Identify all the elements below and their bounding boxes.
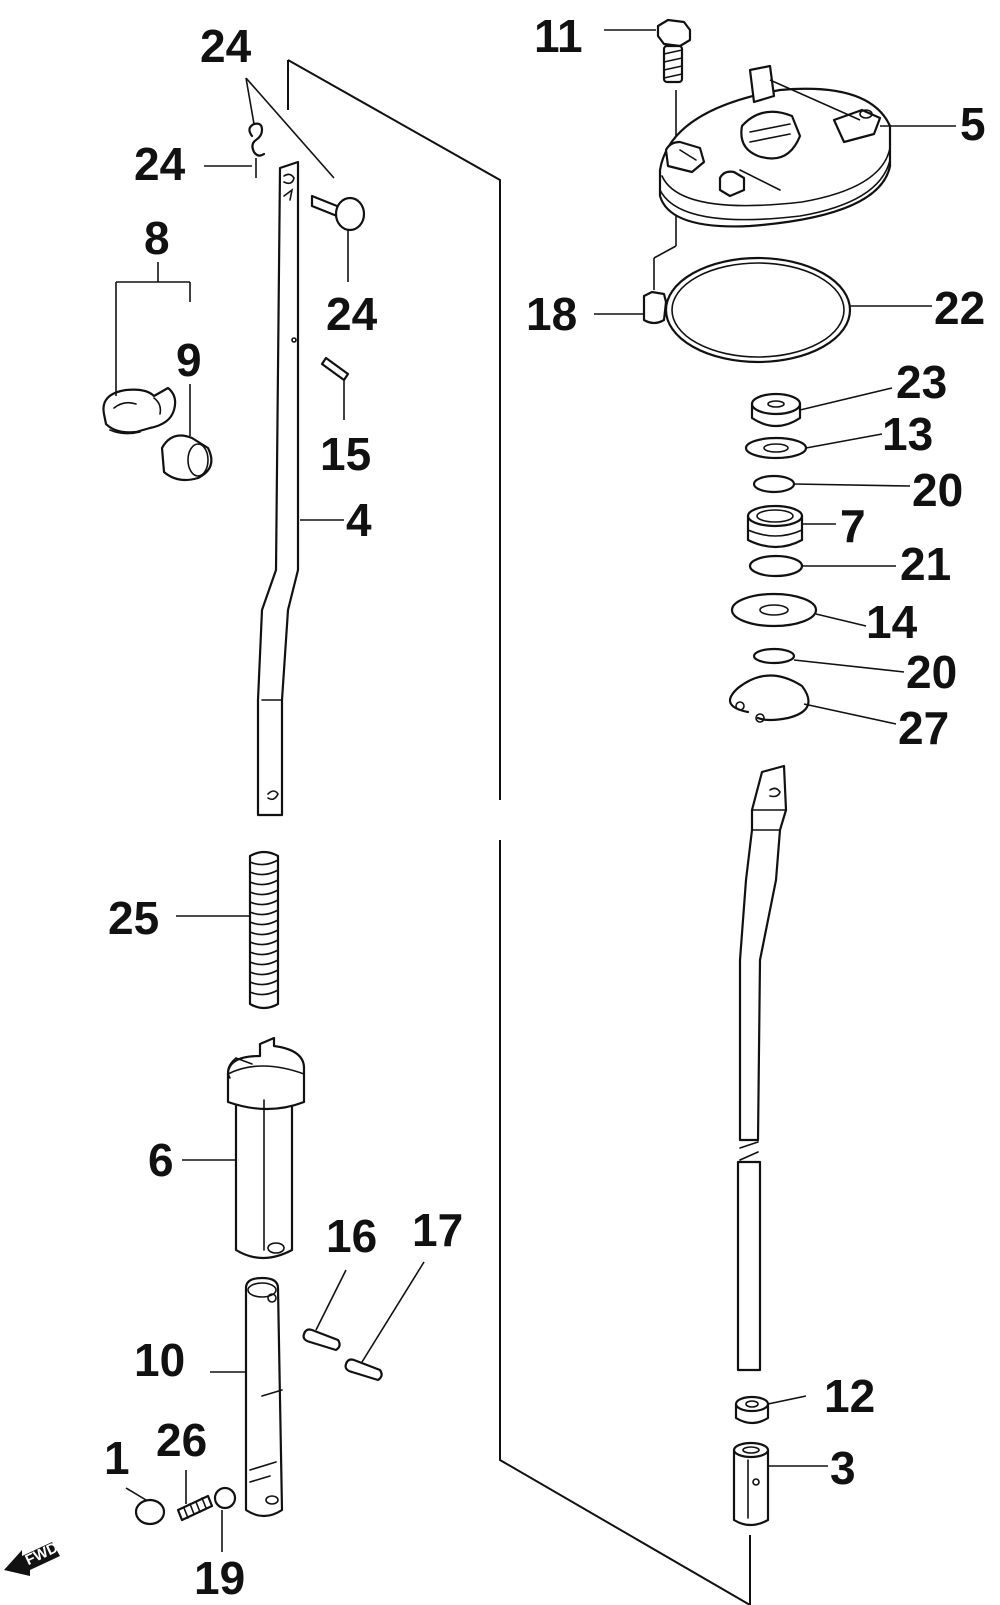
part-9-roller	[160, 434, 213, 482]
callout-11: 11	[534, 10, 583, 62]
callout-20-lower: 20	[906, 646, 957, 698]
fwd-arrow-icon: FWD	[4, 1539, 61, 1576]
part-18-bolt	[642, 290, 668, 325]
callout-23: 23	[896, 356, 947, 408]
callout-25: 25	[108, 892, 159, 944]
callout-3: 3	[830, 1442, 856, 1494]
callout-5: 5	[960, 98, 986, 150]
part-7-seal	[746, 504, 804, 549]
callout-18: 18	[526, 288, 577, 340]
part-14-washer	[730, 592, 818, 628]
part-16-pin	[302, 1328, 341, 1352]
callout-26: 26	[156, 1414, 207, 1466]
callout-27: 27	[898, 702, 949, 754]
part-25-spring	[248, 850, 280, 1010]
callout-19: 19	[194, 1552, 245, 1604]
callout-24-top: 24	[200, 20, 252, 72]
part-27-retaining-ring	[728, 674, 810, 723]
part-23-bushing	[750, 392, 802, 428]
part-12-nut	[734, 1395, 770, 1425]
callout-labels: 24 24 24 8 9 15 4 25 6 16 17 10 1 26 19 …	[104, 10, 986, 1604]
part-21-oring	[748, 554, 804, 578]
part-22-oring	[664, 256, 852, 364]
callout-6: 6	[148, 1134, 174, 1186]
callout-4: 4	[346, 494, 372, 546]
part-19-ball	[213, 1486, 237, 1510]
callout-22: 22	[934, 282, 985, 334]
part-8-shift-cam	[102, 386, 177, 435]
part-24-clip	[248, 122, 266, 178]
callout-24-left: 24	[134, 138, 186, 190]
callout-9: 9	[176, 334, 202, 386]
part-24-pin	[310, 194, 366, 232]
part-26-spring	[176, 1494, 214, 1522]
part-right-shift-rod	[736, 764, 788, 1372]
callout-21: 21	[900, 538, 951, 590]
callout-14: 14	[866, 596, 918, 648]
callout-24-pin: 24	[326, 288, 378, 340]
callout-17: 17	[412, 1204, 463, 1256]
callout-12: 12	[824, 1370, 875, 1422]
part-4-shift-rod	[256, 160, 300, 817]
part-20-oring-upper	[752, 474, 796, 494]
assembly-frame	[287, 59, 751, 1605]
part-6-shift-tube	[226, 1036, 306, 1260]
part-15-pin	[320, 356, 350, 382]
part-20-oring-lower	[752, 647, 796, 665]
part-11-bolt	[656, 18, 692, 140]
callout-15: 15	[320, 428, 371, 480]
part-17-pin	[344, 1358, 383, 1382]
leader-lines	[115, 29, 956, 1552]
part-5-housing	[653, 64, 892, 290]
part-1-plug	[134, 1498, 166, 1526]
callout-13: 13	[882, 408, 933, 460]
callout-7: 7	[840, 500, 866, 552]
part-10-plunger	[244, 1276, 284, 1518]
callout-20-upper: 20	[912, 464, 963, 516]
callout-8: 8	[144, 212, 170, 264]
callout-16: 16	[326, 1210, 377, 1262]
part-3-coupler	[732, 1441, 770, 1527]
callout-10: 10	[134, 1334, 185, 1386]
callout-1: 1	[104, 1432, 130, 1484]
part-13-washer	[744, 436, 808, 460]
